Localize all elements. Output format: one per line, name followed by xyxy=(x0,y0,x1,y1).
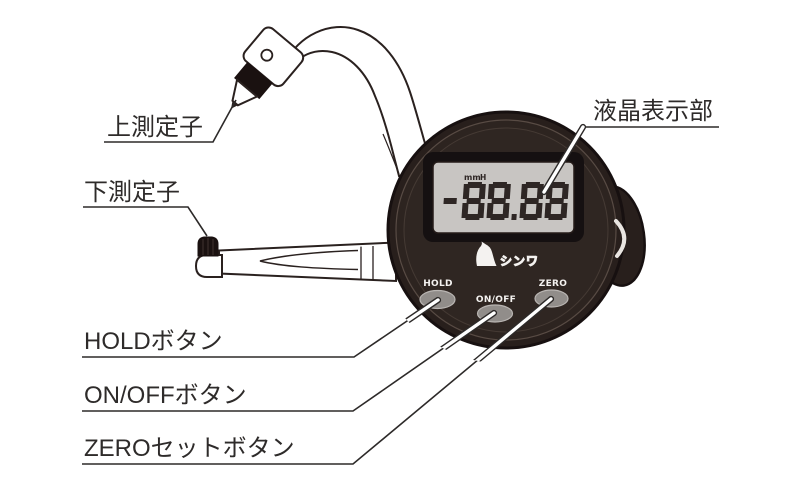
probe-block-hole xyxy=(260,48,274,62)
knob-knurl-lines xyxy=(202,238,214,255)
leader-zero-casing xyxy=(372,297,553,364)
label-lower-probe: 下測定子 xyxy=(84,179,180,206)
leader-lcd-casing xyxy=(542,125,585,194)
lcd-value-digits xyxy=(443,182,569,220)
zero-button-label: ZERO xyxy=(539,279,568,289)
neck-collar-line xyxy=(382,133,400,175)
annotation-labels: 上測定子 下測定子 液晶表示部 HOLDボタン ON/OFFボタン ZEROセッ… xyxy=(84,98,713,462)
label-lcd: 液晶表示部 xyxy=(593,98,713,125)
leader-upper-probe xyxy=(104,99,237,143)
hold-button-label: HOLD xyxy=(423,279,453,289)
upper-probe-assembly xyxy=(231,26,305,109)
leader-lower-probe xyxy=(83,206,208,237)
shinwa-logo: シンワ xyxy=(476,241,539,269)
label-upper-probe: 上測定子 xyxy=(107,114,203,141)
lcd-display: mm H xyxy=(423,152,584,242)
arm-groove xyxy=(259,249,359,271)
label-zero-button: ZEROセットボタン xyxy=(84,435,295,462)
label-onoff-button: ON/OFFボタン xyxy=(84,382,247,409)
brand-text: シンワ xyxy=(500,254,539,268)
hanging-tab-hole xyxy=(614,219,627,258)
lower-arm-assembly xyxy=(194,236,397,283)
penguin-icon xyxy=(476,241,497,266)
lcd-unit-mm: mm xyxy=(464,173,481,182)
onoff-button-label: ON/OFF xyxy=(476,295,516,305)
lower-arm-cap xyxy=(194,254,223,278)
label-hold-button: HOLDボタン xyxy=(84,328,223,355)
lcd-hold-indicator: H xyxy=(480,173,486,182)
upper-arm xyxy=(283,26,435,178)
swan-neck-arm xyxy=(283,26,435,178)
